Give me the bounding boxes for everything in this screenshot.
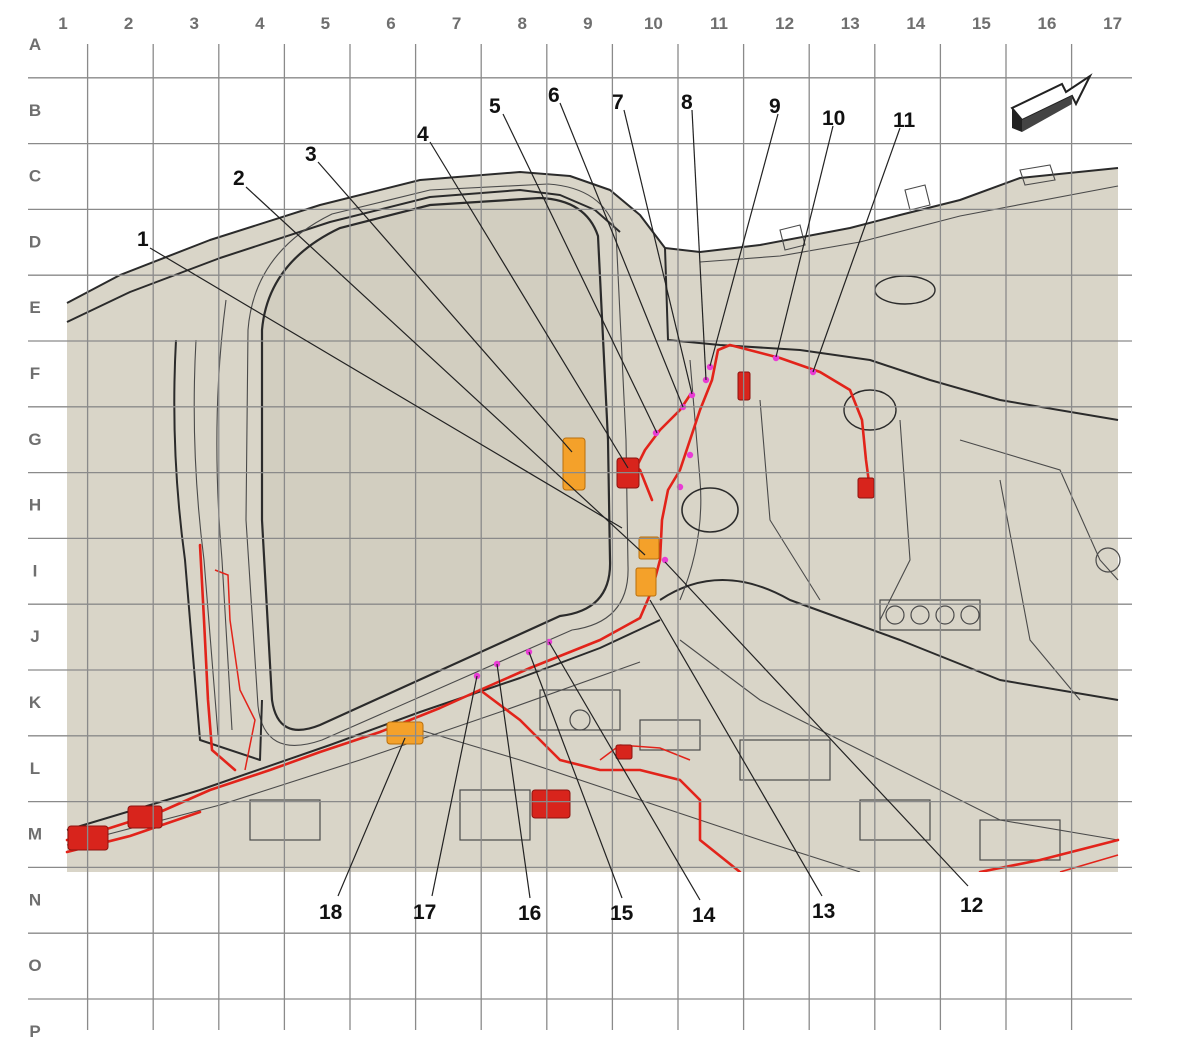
grid-column-label: 11 [710, 14, 728, 33]
grid-row-label: A [29, 35, 41, 54]
grid-column-label: 8 [517, 14, 526, 33]
grid-row-label: K [29, 693, 42, 712]
grid-column-label: 17 [1103, 14, 1122, 33]
callout-10: 10 [822, 107, 845, 130]
grid-row-label: N [29, 890, 41, 909]
grid-row-label: L [30, 759, 40, 778]
grid-column-label: 10 [644, 14, 663, 33]
callout-7: 7 [612, 91, 624, 114]
callout-leader-lines [149, 102, 969, 901]
grid-column-label: 15 [972, 14, 991, 33]
grid-row-label: O [28, 956, 41, 975]
callout-2: 2 [233, 167, 245, 190]
grid-row-label: F [30, 364, 40, 383]
callout-1: 1 [137, 228, 149, 251]
callout-11: 11 [893, 109, 916, 132]
grid-row-label: H [29, 496, 41, 515]
wiring-harness [65, 343, 1120, 874]
grid-column-label: 2 [124, 14, 133, 33]
callout-8: 8 [681, 91, 693, 114]
grid-row-label: J [30, 627, 39, 646]
grid-column-label: 13 [841, 14, 860, 33]
callout-labels: 1 2 3 4 5 6 7 8 9 10 11 12 13 14 15 16 1… [137, 84, 983, 927]
grid-column-label: 3 [189, 14, 198, 33]
grid-column-label: 7 [452, 14, 461, 33]
grid-row-label: D [29, 232, 41, 251]
grid-column-label: 4 [255, 14, 265, 33]
vehicle-body-illustration [66, 164, 1121, 873]
grid-row-label: M [28, 825, 42, 844]
grid-column-label: 6 [386, 14, 395, 33]
callout-5: 5 [489, 95, 501, 118]
grid-row-label: C [29, 167, 41, 186]
grid-row-label: B [29, 101, 41, 120]
callout-14: 14 [692, 904, 716, 927]
grid-column-label: 16 [1038, 14, 1057, 33]
callout-17: 17 [413, 901, 436, 924]
reference-grid [28, 44, 1132, 1030]
callout-3: 3 [305, 143, 317, 166]
direction-arrow-icon [1010, 73, 1093, 132]
callout-15: 15 [610, 902, 634, 925]
grid-column-label: 12 [775, 14, 794, 33]
callout-18: 18 [319, 901, 343, 924]
grid-column-label: 9 [583, 14, 592, 33]
grid-column-label: 5 [321, 14, 330, 33]
grid-column-label: 1 [58, 14, 67, 33]
callout-12: 12 [960, 894, 983, 917]
grid-row-label: P [29, 1022, 40, 1041]
grid-column-label: 14 [906, 14, 925, 33]
grid-row-labels: A B C D E F G H I J K L M N O P [28, 35, 42, 1041]
callout-13: 13 [812, 900, 835, 923]
callout-16: 16 [518, 902, 541, 925]
grid-row-label: G [28, 430, 41, 449]
grid-row-label: E [29, 298, 40, 317]
grid-row-label: I [33, 561, 38, 580]
callout-6: 6 [548, 84, 560, 107]
callout-9: 9 [769, 95, 781, 118]
callout-4: 4 [417, 123, 429, 146]
